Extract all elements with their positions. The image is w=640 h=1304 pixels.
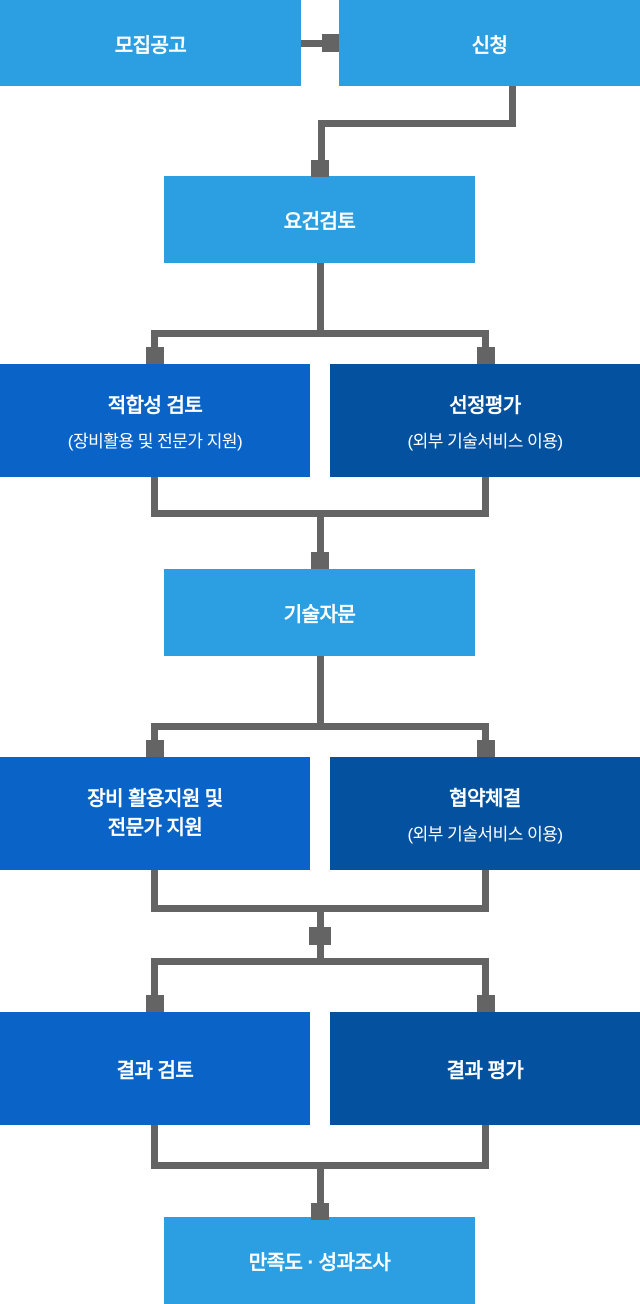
node-suitability-review: 적합성 검토 (장비활용 및 전문가 지원) [0,364,310,477]
node-equipment-support: 장비 활용지원 및 전문가 지원 [0,757,310,870]
node-result-review: 결과 검토 [0,1012,310,1125]
connector-merge1-left-stub [151,477,158,517]
node-apply: 신청 [339,0,640,86]
connector-requirements-drop-line [317,263,324,337]
connector-split2-left-stub [151,723,158,745]
connector-split3-shelf-line [151,958,489,965]
node-technical-consulting: 기술자문 [164,569,475,656]
node-suitability-title: 적합성 검토 [107,395,203,417]
connector-merge3-left-stub [151,1125,158,1169]
connector-mid-node [309,927,331,945]
connector-into-requirements-line [318,120,325,165]
connector-split2-right-stub [482,723,489,745]
connector-apply-shelf-line [318,120,516,127]
connector-split2-shelf-line [151,723,489,730]
node-selection-title: 선정평가 [449,395,521,417]
node-requirements-review: 요건검토 [164,176,475,263]
connector-agreement-node [477,740,495,757]
node-selection-evaluation: 선정평가 (외부 기술서비스 이용) [330,364,640,477]
node-agreement-subtitle: (외부 기술서비스 이용) [407,825,563,844]
connector-merge2-right-stub [482,870,489,912]
node-recruit-notice-label: 모집공고 [114,34,187,57]
connector-split1-shelf-line [151,330,489,337]
connector-consulting-drop-line [317,656,324,730]
node-agreement: 협약체결 (외부 기술서비스 이용) [330,757,640,870]
connector-suitability-node [146,347,164,364]
connector-split3-right-stub [482,958,489,1002]
connector-into-satisfaction-line [317,1162,324,1210]
connector-split1-right-stub [482,330,489,352]
connector-merge1-right-stub [482,477,489,517]
node-result-evaluation: 결과 평가 [330,1012,640,1125]
node-result-evaluation-label: 결과 평가 [446,1060,524,1082]
node-requirements-review-label: 요건검토 [283,211,356,233]
connector-result-review-node [146,995,164,1012]
connector-requirements-node [311,160,329,177]
node-equipment-support-line1: 장비 활용지원 및 [87,787,223,810]
connector-satisfaction-node [311,1203,329,1220]
node-satisfaction-survey: 만족도 · 성과조사 [164,1217,475,1304]
connector-apply-drop-line [509,86,516,127]
connector-merge3-right-stub [482,1125,489,1169]
connector-result-eval-node [477,995,495,1012]
node-suitability-subtitle: (장비활용 및 전문가 지원) [67,432,243,451]
connector-selection-node [477,347,495,364]
node-equipment-support-line2: 전문가 지원 [107,816,203,839]
node-technical-consulting-label: 기술자문 [283,604,356,626]
connector-recruit-to-apply-node [322,34,339,52]
connector-into-consulting-line [317,510,324,559]
node-apply-label: 신청 [471,34,508,57]
node-selection-subtitle: (외부 기술서비스 이용) [407,432,563,451]
connector-consulting-node [311,552,329,569]
connector-split1-left-stub [151,330,158,352]
connector-merge2-left-stub [151,870,158,912]
connector-recruit-to-apply-bar [301,40,329,47]
node-recruit-notice: 모집공고 [0,0,301,86]
node-result-review-label: 결과 검토 [116,1060,194,1082]
connector-equipment-node [146,740,164,757]
connector-split3-left-stub [151,958,158,1002]
node-agreement-title: 협약체결 [449,788,521,810]
node-satisfaction-survey-label: 만족도 · 성과조사 [248,1252,391,1274]
